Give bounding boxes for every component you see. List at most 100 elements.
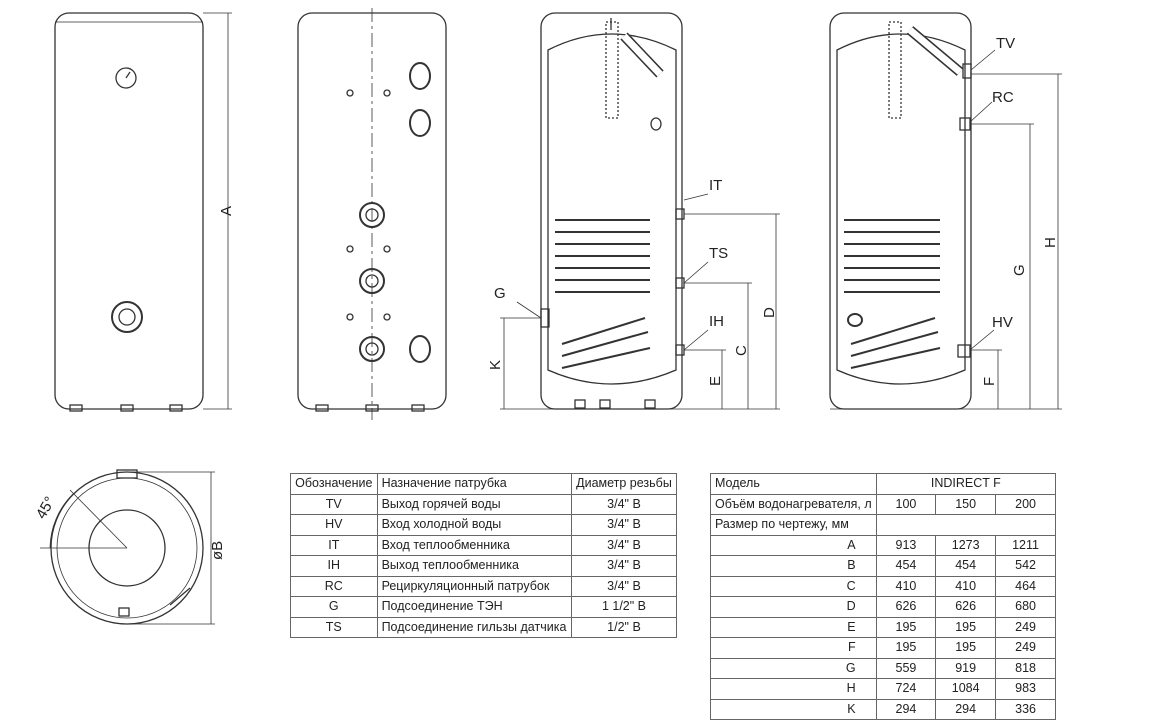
dim-e-label: E <box>707 376 724 386</box>
dim-value: 724 <box>875 678 937 700</box>
cell-code: G <box>290 596 378 618</box>
heat-exchanger-coil-right <box>844 219 941 369</box>
cell-name: Вход теплообменника <box>376 534 572 556</box>
hv-label: HV <box>992 314 1013 331</box>
table-row: Размер по чертежу, мм <box>710 514 1057 536</box>
ih-label: IH <box>709 313 724 330</box>
dim-a-label: A <box>218 206 235 216</box>
header-cell: Назначение патрубка <box>376 473 572 495</box>
front-view <box>54 12 232 412</box>
dim-value: 454 <box>935 555 997 577</box>
dim-key: G <box>710 657 877 679</box>
dim-value: 1273 <box>935 534 997 556</box>
dim-value: 626 <box>935 596 997 618</box>
section-view-left <box>500 12 780 410</box>
cell-code: IT <box>290 534 378 556</box>
tv-label: TV <box>996 35 1015 52</box>
volume-cell: 100 <box>875 493 937 515</box>
cell-size: 1/2" B <box>570 616 678 638</box>
angle-label: 45° <box>33 494 59 522</box>
dim-key: K <box>710 698 877 720</box>
cell-size: 3/4" B <box>570 493 678 515</box>
cell-size: 3/4" B <box>570 514 678 536</box>
table-header-row: Обозначение Назначение патрубка Диаметр … <box>290 473 678 495</box>
cell-code: TS <box>290 616 378 638</box>
dim-key: A <box>710 534 877 556</box>
rc-label: RC <box>992 89 1014 106</box>
dim-d-label: D <box>761 307 778 318</box>
dim-key: B <box>710 555 877 577</box>
table-row: G Подсоединение ТЭН 1 1/2" B <box>290 596 678 618</box>
cell-code: TV <box>290 493 378 515</box>
dim-c-label: C <box>733 345 750 356</box>
volume-cell: 150 <box>935 493 997 515</box>
dim-h-label: H <box>1042 237 1059 248</box>
header-cell: Диаметр резьбы <box>570 473 678 495</box>
dim-value: 626 <box>875 596 937 618</box>
cell-name: Подсоединение ТЭН <box>376 596 572 618</box>
connections-table: Обозначение Назначение патрубка Диаметр … <box>290 473 678 638</box>
rear-view <box>297 8 447 420</box>
cell-name: Выход горячей воды <box>376 493 572 515</box>
g-label: G <box>494 285 506 302</box>
dim-f-label: F <box>981 377 998 386</box>
empty-cell <box>875 514 1057 536</box>
size-label: Размер по чертежу, мм <box>710 514 877 536</box>
dim-value: 464 <box>995 575 1056 597</box>
dim-value: 195 <box>875 637 937 659</box>
dim-value: 410 <box>875 575 937 597</box>
dim-g-label: G <box>1011 264 1028 276</box>
cell-name: Подсоединение гильзы датчика <box>376 616 572 638</box>
top-view <box>40 469 215 625</box>
cell-code: RC <box>290 575 378 597</box>
cell-size: 1 1/2" B <box>570 596 678 618</box>
cell-code: HV <box>290 514 378 536</box>
dim-value: 913 <box>875 534 937 556</box>
dim-value: 983 <box>995 678 1056 700</box>
table-row: TV Выход горячей воды 3/4" B <box>290 493 678 515</box>
dimensions-table: Модель INDIRECT F Объём водонагревателя,… <box>710 473 1057 720</box>
dim-value: 818 <box>995 657 1056 679</box>
cell-size: 3/4" B <box>570 555 678 577</box>
dim-key: C <box>710 575 877 597</box>
dim-value: 195 <box>935 616 997 638</box>
dim-value: 1084 <box>935 678 997 700</box>
cell-name: Вход холодной воды <box>376 514 572 536</box>
dim-value: 294 <box>935 698 997 720</box>
dim-value: 559 <box>875 657 937 679</box>
dim-value: 195 <box>935 637 997 659</box>
header-cell: Обозначение <box>290 473 378 495</box>
dim-value: 336 <box>995 698 1056 720</box>
model-name: INDIRECT F <box>875 473 1057 495</box>
dim-value: 919 <box>935 657 997 679</box>
model-label: Модель <box>710 473 877 495</box>
dim-value: 410 <box>935 575 997 597</box>
dim-value: 249 <box>995 637 1056 659</box>
dim-key: D <box>710 596 877 618</box>
heat-exchanger-coil <box>555 219 651 369</box>
cell-size: 3/4" B <box>570 575 678 597</box>
cell-code: IH <box>290 555 378 577</box>
dim-b-label: øB <box>209 541 226 560</box>
table-row: IH Выход теплообменника 3/4" B <box>290 555 678 577</box>
table-row: Модель INDIRECT F <box>710 473 1057 495</box>
table-row: RC Рециркуляционный патрубок 3/4" B <box>290 575 678 597</box>
table-row: IT Вход теплообменника 3/4" B <box>290 534 678 556</box>
dim-value: 680 <box>995 596 1056 618</box>
table-row: TS Подсоединение гильзы датчика 1/2" B <box>290 616 678 638</box>
dim-k-label: K <box>487 360 504 370</box>
it-label: IT <box>709 177 722 194</box>
cell-name: Выход теплообменника <box>376 555 572 577</box>
dim-value: 249 <box>995 616 1056 638</box>
dim-key: E <box>710 616 877 638</box>
